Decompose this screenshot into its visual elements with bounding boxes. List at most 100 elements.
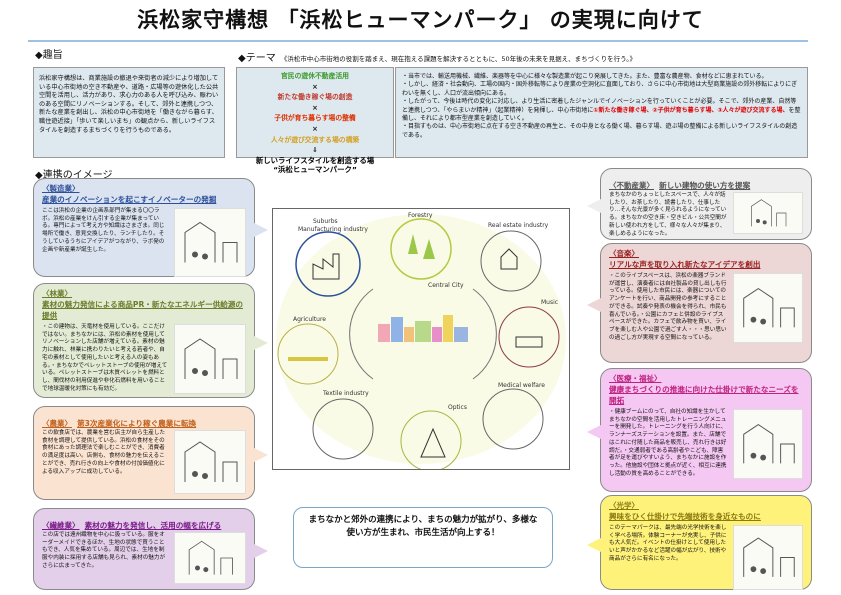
realestate-circle xyxy=(480,230,542,292)
bubble-category: 〈農業〉 xyxy=(42,419,72,428)
title-divider xyxy=(28,40,808,42)
collab-heading: ◆連携のイメージ xyxy=(35,170,113,181)
right-bubble-1: 〈音楽〉 リアルな声を取り入れ新たなアイデアを創出 ・このライブスペースは、浜松… xyxy=(587,243,812,363)
conclusion-message: まちなかと郊外の連携により、まちの魅力が拡がり、多様な使い方が生まれ、市民生活が… xyxy=(293,507,553,568)
left-bubble-3: 〈繊維業〉 素材の魅力を発信し、活用の幅を広げる この店では遠州織物を中心に扱っ… xyxy=(33,508,268,590)
bubble-text: ここは浜松の企業の企画系部門が集まる〇〇ラボ。浜松の産業をけん引する企業が集まっ… xyxy=(42,208,165,253)
bubble-title: 健康まちづくりの推進に向けた仕掛けで新たなニーズを開拓 xyxy=(609,385,799,405)
music-circle xyxy=(498,306,560,368)
left-bubble-2: 〈農業〉 第3次産業化により稼ぐ農業に転換 この飲食店では、農業を営む店主が自ら… xyxy=(33,406,268,500)
bubble-title: リアルな声を取り入れ新たなアイデアを創出 xyxy=(609,260,761,269)
sketch-illustration xyxy=(733,525,803,590)
label-forestry: Forestry xyxy=(408,212,433,219)
bubble-title: 興味をひく仕掛けで先端技術を身近なものに xyxy=(609,512,761,521)
label-agriculture: Agriculture xyxy=(293,316,326,323)
theme-subheading: 《浜松市中心市街地の役割を踏まえ、現在抱える課題を解決するとともに、50年後の未… xyxy=(280,55,637,63)
bubble-category: 〈不動産業〉 xyxy=(609,181,654,190)
left-bubble-0: 〈製造業〉 産業のイノベーションを起こすイノベーターの発掘 ここは浜松の企業の企… xyxy=(33,178,268,277)
bubble-title: 素材の魅力発信による商品PR・新たなエネルギー供給源の提供 xyxy=(42,300,244,320)
theme-line: × xyxy=(312,124,318,133)
theme-line: × xyxy=(312,103,318,112)
bubble-title: 新しい建物の使い方を提案 xyxy=(659,181,751,190)
label-medical: Medical welfare xyxy=(498,382,545,389)
label-suburbs: Suburbs xyxy=(313,218,338,225)
bubble-category: 〈光学〉 xyxy=(609,501,639,510)
textile-circle xyxy=(312,398,374,460)
theme-description: ・当市では、輸送用機械、繊維、楽器等を中心に様々な製造業が起こり発展してきた。ま… xyxy=(395,67,808,158)
sketch-illustration xyxy=(733,273,803,343)
sketch-illustration xyxy=(174,532,246,584)
bubble-title: 産業のイノベーションを起こすイノベーターの発掘 xyxy=(42,195,217,204)
theme-p3c: を整備し、それにより都市型産業を創造していく。 xyxy=(402,106,801,123)
theme-formula: 官民の遊休不動産活用×新たな働き稼ぐ場の創造×子供が育ち暮らす場の整備×人々が遊… xyxy=(236,67,394,174)
bubble-text: まちなかのちょっとしたスペースで、人々が話したり、お茶したり、読書したり、仕事し… xyxy=(609,192,727,237)
bubble-category: 〈医療・福祉〉 xyxy=(609,374,662,383)
purpose-text: 浜松家守構想は、商業施設の撤退や来街者の減少により増加している中心市街地の空き不… xyxy=(33,67,225,158)
bubble-tail xyxy=(587,537,601,552)
theme-header: ◆テーマ 《浜松市中心市街地の役割を踏まえ、現在抱える課題を解決するとともに、5… xyxy=(238,46,636,65)
bubble-text: この店では遠州織物を中心に扱っている。服をオーダーメイドできるほか、生地の状態で… xyxy=(42,532,166,569)
bubble-tail xyxy=(254,335,268,350)
bubble-text: このテーマパークは、最先端の光学技術を楽しく学べる場所。体験コーナーが充実し、子… xyxy=(609,525,727,562)
bubble-tail xyxy=(587,199,601,213)
house-icon xyxy=(500,248,518,270)
theme-p2: ・しかし、経済・社会動向、工場の国内・国外移転等により産業の空洞化に直面しており… xyxy=(402,81,798,97)
theme-line: 官民の遊休不動産活用 xyxy=(281,72,349,80)
theme-line: 新たな働き稼ぐ場の創造 xyxy=(277,93,353,102)
right-bubble-0: 〈不動産業〉 新しい建物の使い方を提案 まちなかのちょっとしたスペースで、人々が… xyxy=(587,168,812,240)
agriculture-circle xyxy=(277,323,339,385)
page-title: 浜松家守構想 「浜松ヒューマンパーク」 の実現に向けて xyxy=(137,8,704,32)
theme-p3-highlight: ①新たな働き稼ぐ場、②子供が育ち暮らす場、③人々が遊び交流する場、 xyxy=(593,106,789,114)
theme-heading: ◆テーマ xyxy=(238,53,276,64)
bubble-text: ・この建物は、天竜材を使用している。ここだけではない。まちなかには、浜松の素材を… xyxy=(42,324,168,392)
right-bubble-3: 〈光学〉 興味をひく仕掛けで先端技術を身近なものに このテーマパークは、最先端の… xyxy=(587,495,812,590)
forestry-circle xyxy=(390,218,452,280)
sketch-illustration xyxy=(174,324,246,394)
label-textile: Textile industry xyxy=(322,390,369,397)
bubble-category: 〈繊維業〉 xyxy=(42,521,80,530)
bubble-tail xyxy=(254,544,268,558)
bubble-title: 第3次産業化により稼ぐ農業に転換 xyxy=(77,419,197,428)
right-bubble-2: 〈医療・福祉〉 健康まちづくりの推進に向けた仕掛けで新たなニーズを開拓 ・健康ブ… xyxy=(587,368,812,492)
purpose-heading: ◆趣旨 xyxy=(35,50,63,61)
bubble-category: 〈林業〉 xyxy=(42,289,72,298)
left-bubble-1: 〈林業〉 素材の魅力発信による商品PR・新たなエネルギー供給源の提供 ・この建物… xyxy=(33,283,268,398)
theme-line: “浜松ヒューマンパーク” xyxy=(273,164,357,174)
bubble-category: 〈音楽〉 xyxy=(609,249,639,258)
central-city-arcs xyxy=(349,288,497,380)
bubble-text: ・健康ブームにのって、自社の知識を生かしてまちなかの空間を活用したトレーニングメ… xyxy=(609,409,727,477)
bubble-tail xyxy=(254,448,268,462)
bubble-text: ・このライブスペースは、浜松の楽器ブランドが運営し、演奏者には自社製品の貸し出し… xyxy=(609,273,727,341)
bubble-category: 〈製造業〉 xyxy=(42,184,80,193)
medical-circle xyxy=(482,388,544,450)
theme-line: 人々が遊び交流する場の構築 xyxy=(270,135,360,144)
sketch-illustration xyxy=(174,430,246,494)
theme-p3a: ・したがって、今後は時代の変化に対応し、より生活に密着したジャンルでイノベーショ… xyxy=(402,98,797,114)
collaboration-sketch: Suburbs Manufacturing industry Forestry … xyxy=(272,208,570,472)
bubble-title: 素材の魅力を発信し、活用の幅を広げる xyxy=(84,521,222,530)
sketch-illustration xyxy=(733,409,803,479)
theme-line: × xyxy=(312,82,318,91)
label-realestate: Real estate industry xyxy=(488,222,549,229)
bubble-text: この飲食店では、農業を営む店主が自ら生産した食材を調理して提供している。浜松の食… xyxy=(42,430,166,475)
bubble-tail xyxy=(587,425,601,439)
theme-line: ⇓ xyxy=(312,146,318,155)
city-buildings-icon xyxy=(378,315,468,342)
manufacturing-circle xyxy=(295,231,361,297)
piano-icon xyxy=(515,336,543,348)
theme-p4: ・目指すものは、中心市街地に点在する空き不動産の再生と、その中身となる働く場、暮… xyxy=(402,123,798,139)
factory-icon xyxy=(312,253,340,280)
sketch-illustration xyxy=(733,192,803,234)
bubble-tail xyxy=(587,298,601,312)
label-optics: Optics xyxy=(448,404,467,411)
tree-icon xyxy=(408,234,435,259)
bubble-tail xyxy=(254,222,268,237)
label-central-city: Central City xyxy=(428,282,464,289)
theme-p3: ・したがって、今後は時代の変化に対応し、より生活に密着したジャンルでイノベーショ… xyxy=(402,98,801,123)
theme-p1: ・当市では、輸送用機械、繊維、楽器等を中心に様々な製造業が起こり発展してきた。ま… xyxy=(402,73,768,80)
label-music: Music xyxy=(541,299,558,306)
sketch-illustration xyxy=(174,208,246,277)
theme-line: 新しいライフスタイルを創造する場 xyxy=(255,155,375,165)
theme-line: 子供が育ち暮らす場の整備 xyxy=(274,114,356,123)
label-manufacturing: Manufacturing industry xyxy=(298,226,368,233)
